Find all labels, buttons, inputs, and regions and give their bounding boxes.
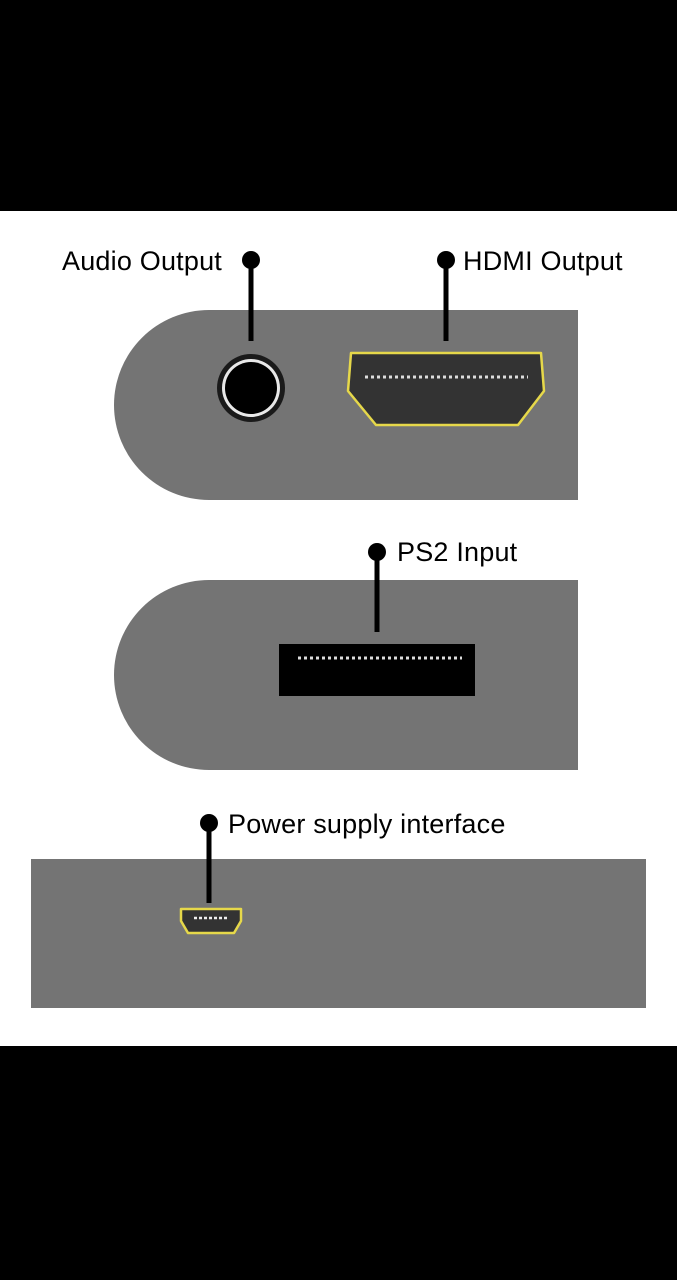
hdmi-output-label: HDMI Output: [463, 246, 623, 276]
ps2-input-label: PS2 Input: [397, 537, 518, 567]
ports-diagram-panel: Audio Output HDMI Output PS2 Input Power…: [0, 211, 677, 1046]
bottom-letterbox: [0, 1046, 677, 1280]
ports-diagram: [31, 251, 646, 1008]
top-letterbox: [0, 0, 677, 211]
hdmi-output-callout: [437, 251, 455, 341]
ps2-input-callout: [368, 543, 386, 632]
audio-output-callout: [242, 251, 260, 341]
hdmi-port-icon: [346, 351, 546, 427]
mini-usb-port-icon: [179, 907, 243, 935]
power-supply-label: Power supply interface: [228, 809, 506, 839]
audio-jack-icon: [217, 354, 285, 422]
ps2-port-icon: [279, 644, 475, 696]
audio-output-label: Audio Output: [62, 246, 223, 276]
power-supply-callout: [200, 814, 218, 903]
device-side-power: [31, 859, 646, 1008]
